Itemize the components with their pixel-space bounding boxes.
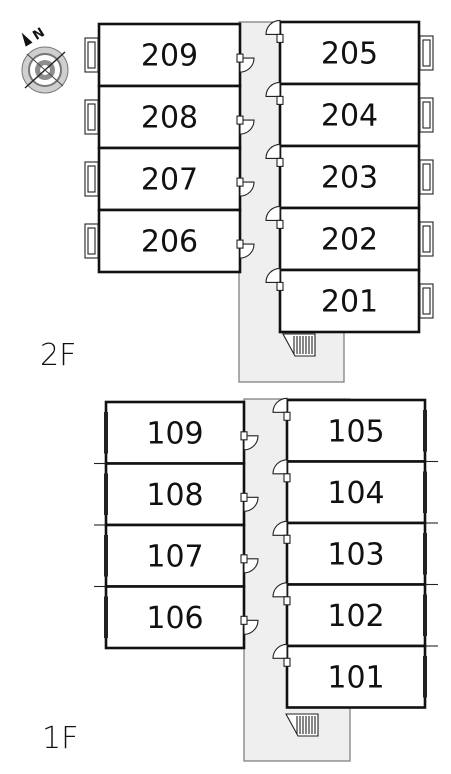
room-102: 102: [272, 582, 427, 648]
room-number: 106: [146, 601, 203, 636]
room-number: 201: [321, 285, 378, 320]
room-number: 103: [327, 537, 384, 572]
room-104: 104: [272, 459, 427, 525]
room-101: 101: [272, 643, 427, 709]
door-swing-icon: [236, 239, 255, 259]
room-109: 109: [104, 400, 259, 465]
balcony-icon: [419, 35, 434, 71]
room-number: 109: [146, 416, 203, 451]
floor-1f: 109 108 107 106 105 104 103 102 101: [94, 397, 438, 762]
room-number: 208: [141, 101, 198, 136]
room-203: 203: [265, 143, 434, 210]
door-swing-icon: [272, 520, 291, 544]
room-number: 207: [141, 163, 198, 198]
floor-label-2f: 2F: [40, 338, 76, 373]
door-swing-icon: [240, 431, 259, 451]
door-swing-icon: [265, 81, 284, 105]
room-number: 203: [321, 161, 378, 196]
room-number: 209: [141, 39, 198, 74]
floor-2f: 209 208 207 206 205 204 203 202 201: [84, 19, 434, 383]
door-swing-icon: [272, 582, 291, 606]
room-201: 201: [265, 267, 434, 334]
room-208: 208: [84, 84, 255, 150]
room-number: 107: [146, 539, 203, 574]
balcony-icon: [84, 37, 99, 73]
room-number: 202: [321, 223, 378, 258]
room-202: 202: [265, 205, 434, 272]
compass-icon: N: [21, 25, 69, 94]
floor-label-1f: 1F: [42, 721, 78, 756]
balcony-icon: [419, 221, 434, 257]
door-swing-icon: [236, 53, 255, 73]
room-108: 108: [104, 462, 259, 527]
room-number: 101: [327, 660, 384, 695]
room-209: 209: [84, 22, 255, 88]
room-106: 106: [104, 585, 259, 650]
room-number: 105: [327, 414, 384, 449]
stairs-icon: [285, 713, 319, 737]
door-swing-icon: [272, 397, 291, 421]
room-205: 205: [265, 19, 434, 86]
room-number: 206: [141, 225, 198, 260]
door-swing-icon: [265, 267, 284, 291]
door-swing-icon: [236, 177, 255, 197]
room-number: 204: [321, 99, 378, 134]
balcony-icon: [84, 223, 99, 259]
room-206: 206: [84, 208, 255, 274]
room-103: 103: [272, 520, 427, 586]
door-swing-icon: [240, 615, 259, 635]
door-swing-icon: [265, 205, 284, 229]
room-107: 107: [104, 523, 259, 588]
compass-north-label: N: [30, 25, 47, 43]
door-swing-icon: [265, 19, 284, 43]
stairs-icon: [282, 333, 316, 357]
door-swing-icon: [272, 643, 291, 667]
door-swing-icon: [265, 143, 284, 167]
room-number: 108: [146, 478, 203, 513]
door-swing-icon: [236, 115, 255, 135]
balcony-icon: [419, 283, 434, 319]
room-number: 102: [327, 599, 384, 634]
balcony-icon: [84, 161, 99, 197]
room-number: 104: [327, 476, 384, 511]
balcony-icon: [419, 159, 434, 195]
balcony-icon: [84, 99, 99, 135]
room-204: 204: [265, 81, 434, 148]
balcony-icon: [419, 97, 434, 133]
room-105: 105: [272, 397, 427, 463]
door-swing-icon: [240, 492, 259, 512]
room-number: 205: [321, 37, 378, 72]
door-swing-icon: [272, 459, 291, 483]
room-207: 207: [84, 146, 255, 212]
door-swing-icon: [240, 554, 259, 574]
